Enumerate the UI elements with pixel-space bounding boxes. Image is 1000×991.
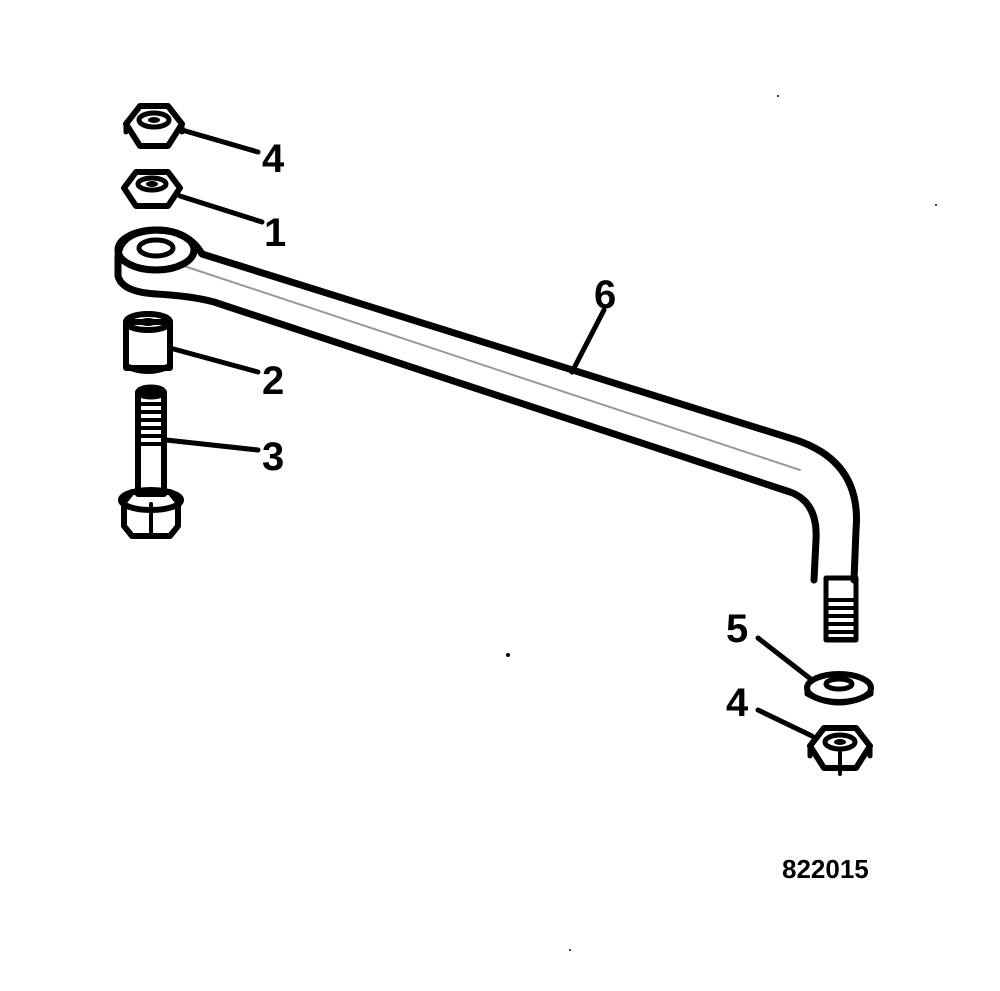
figure-number: 822015 [782, 854, 869, 884]
locknut-bottom [807, 725, 873, 776]
spacer-sleeve [123, 311, 173, 374]
callout-5: 5 [726, 607, 748, 651]
leader-line-5 [755, 635, 815, 683]
link-rod [114, 226, 860, 643]
flat-washer [804, 671, 874, 706]
callout-4-top: 4 [262, 137, 285, 181]
leader-line-6 [569, 307, 607, 375]
locknut-top [123, 103, 185, 149]
leader-line-4-top [179, 127, 261, 155]
callout-3: 3 [262, 435, 284, 479]
callout-2: 2 [262, 359, 284, 403]
leader-line-3 [163, 437, 261, 453]
leader-line-1 [177, 193, 265, 225]
callout-6: 6 [594, 273, 616, 317]
flange-bolt [118, 384, 184, 539]
leader-line-2 [167, 345, 261, 375]
callout-1: 1 [264, 211, 286, 255]
leader-line-4-bottom [755, 707, 815, 739]
scan-specks [506, 95, 937, 951]
hex-nut [121, 169, 183, 209]
callout-4-bottom: 4 [726, 681, 749, 725]
